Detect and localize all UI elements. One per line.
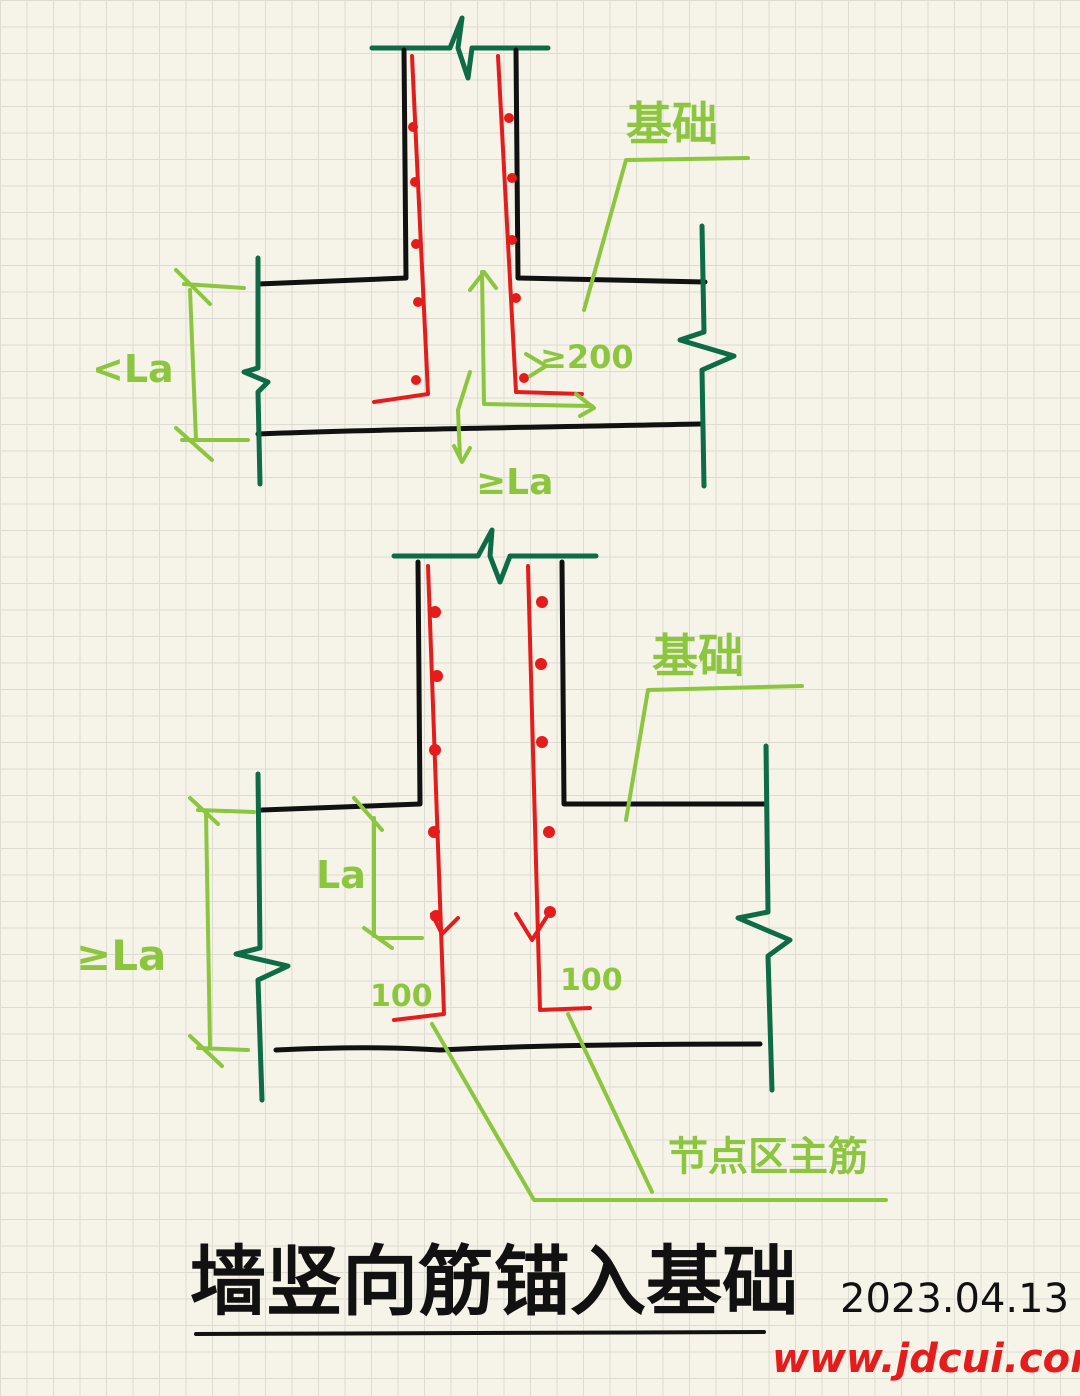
bottom-rebar-arrow-left (430, 912, 460, 936)
top-dimension-depth (174, 268, 250, 462)
top-foundation-right-edge (677, 223, 737, 489)
top-foundation-label: 基础 (626, 97, 718, 151)
rebar-dot (536, 736, 548, 748)
rebar-dot (413, 297, 423, 307)
rebar-dot (504, 113, 514, 123)
bottom-rebar-right (526, 564, 592, 1012)
rebar-dot (429, 744, 441, 756)
bottom-rebar-left (392, 564, 446, 1022)
rebar-dot (519, 373, 529, 383)
top-wall-left-edge (255, 47, 409, 287)
bottom-anchor-label: La (316, 853, 366, 897)
bottom-right-hook-label: 100 (560, 963, 623, 998)
bottom-left-hook-label: 100 (370, 979, 433, 1014)
top-diagram: 基础 <La ≥200 ≥La (92, 15, 750, 503)
rebar-dot (544, 906, 556, 918)
top-dimension-anchor-arrow (452, 370, 472, 464)
bottom-foundation-bottom (273, 1041, 763, 1053)
rebar-dot (428, 826, 440, 838)
bottom-rebar-arrows (430, 912, 548, 942)
bottom-foundation-left-edge (233, 771, 291, 1103)
bottom-rebar-arrow-right (514, 912, 548, 942)
top-rebar-left (372, 54, 430, 404)
rebar-dot (410, 177, 420, 187)
rebar-dot (536, 596, 548, 608)
rebar-dot (431, 670, 443, 682)
top-foundation-left-edge (241, 255, 271, 487)
bottom-rebar-dots (428, 596, 556, 922)
rebar-dot (429, 606, 441, 618)
bottom-foundation-right-edge (735, 743, 793, 1093)
bottom-leader-foundation (624, 684, 804, 822)
bottom-dimension-depth (188, 796, 256, 1068)
top-rebar-right (496, 54, 584, 396)
rebar-dot (411, 239, 421, 249)
top-foundation-bottom (255, 421, 703, 437)
bottom-wall-break-line (391, 527, 599, 585)
top-rebar-dots (408, 113, 529, 385)
top-wall-break-line (369, 15, 551, 81)
top-depth-label: <La (92, 347, 174, 391)
bottom-depth-label: ≥La (76, 931, 166, 980)
bottom-foundation-label: 基础 (652, 629, 744, 683)
top-wall-right-edge (513, 47, 708, 285)
rebar-dot (543, 826, 555, 838)
footer: 墙竖向筋锚入基础 2023.04.13 www.jdcui.com (190, 1237, 1080, 1382)
rebar-dot (411, 375, 421, 385)
top-annotations (174, 156, 750, 464)
rebar-dot (535, 658, 547, 670)
bottom-note-label: 节点区主筋 (668, 1134, 868, 1180)
rebar-dot (408, 122, 418, 132)
top-bend-arrow (524, 352, 548, 378)
title-underline (194, 1330, 766, 1336)
date-label: 2023.04.13 (840, 1276, 1069, 1322)
bottom-wall-left-edge (259, 559, 423, 813)
top-dimension-anchor (468, 270, 596, 418)
website-label: www.jdcui.com (772, 1336, 1080, 1382)
bottom-diagram: 基础 ≥La La 100 100 节点区主筋 (76, 527, 888, 1202)
rebar-dot (511, 293, 521, 303)
top-bend-label: ≥200 (540, 338, 634, 376)
bottom-annotations (188, 684, 888, 1202)
top-leader-foundation (582, 156, 750, 312)
bottom-dimension-anchor (352, 796, 424, 950)
rebar-dot (507, 173, 517, 183)
bottom-wall-right-edge (559, 559, 769, 807)
rebar-dot (507, 235, 517, 245)
bottom-leader-note (430, 1012, 888, 1202)
top-anchor-label: ≥La (476, 462, 553, 503)
page-title: 墙竖向筋锚入基础 (190, 1237, 798, 1326)
